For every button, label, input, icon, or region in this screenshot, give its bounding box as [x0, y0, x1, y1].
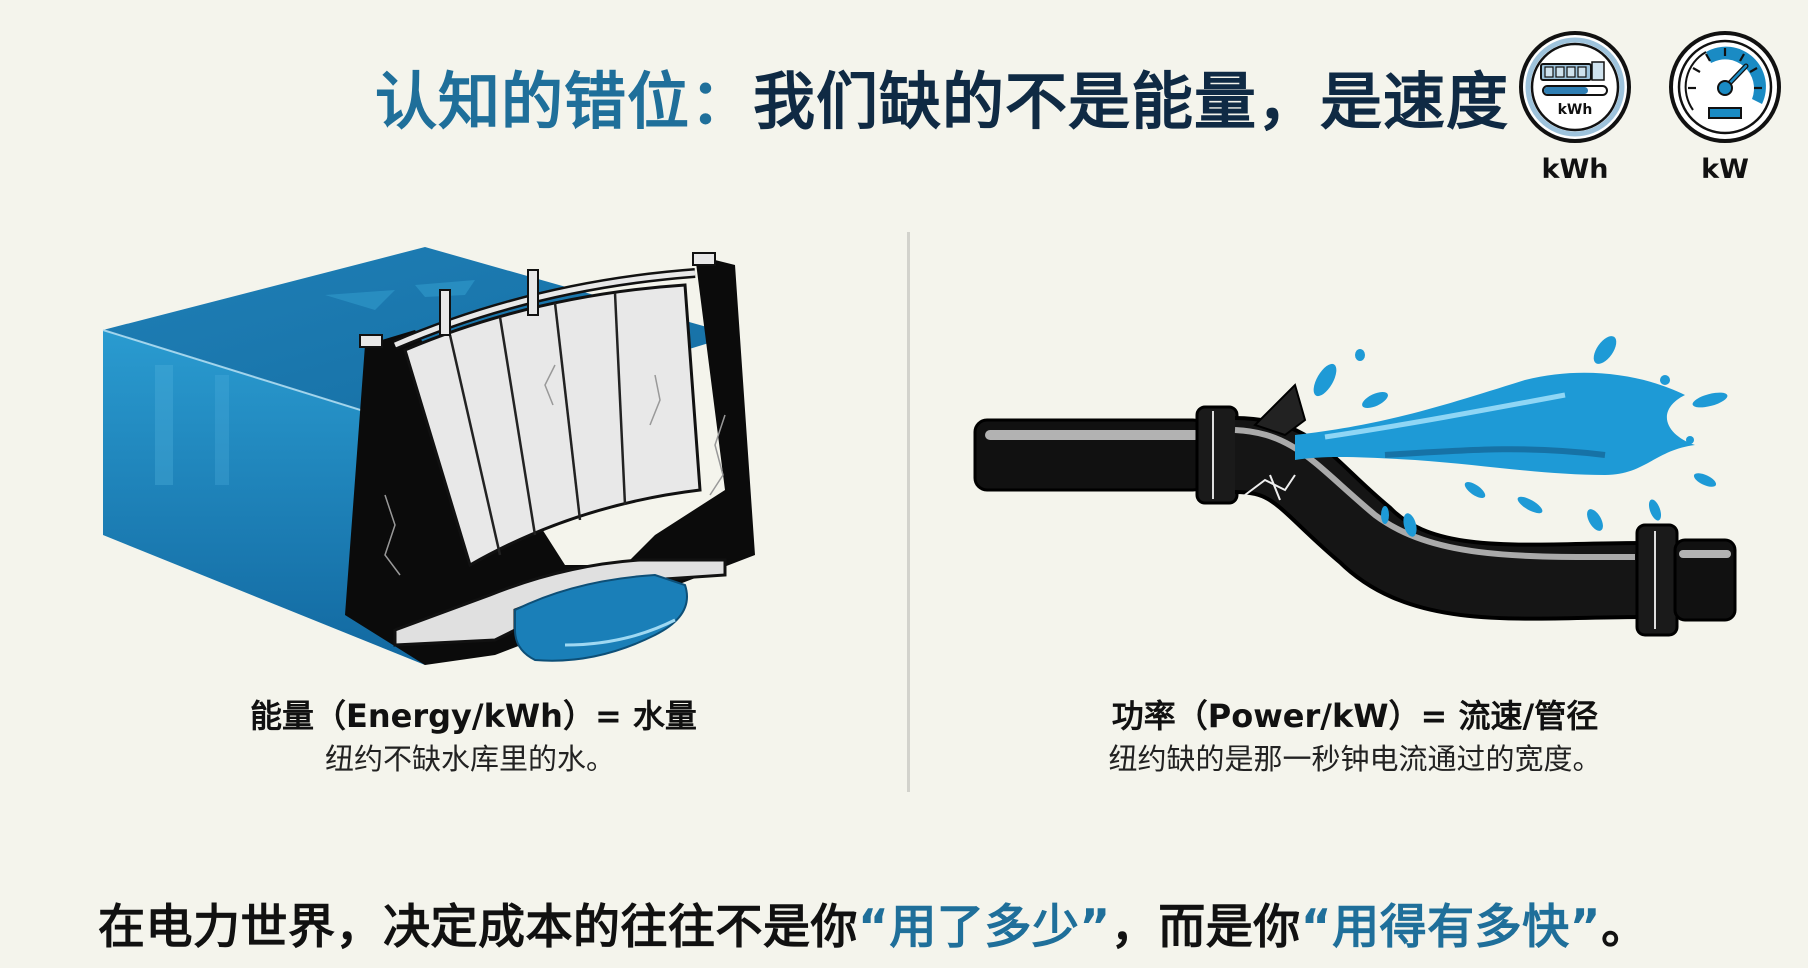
burst-pipe-illustration [973, 336, 1737, 637]
panel-divider [907, 232, 910, 792]
conclusion-highlight-speed: “用得有多快” [1300, 900, 1602, 955]
power-caption-title: 功率（Power/kW）= 流速/管径 [1111, 697, 1599, 735]
kwh-label: kWh [1541, 154, 1609, 185]
energy-meter-icon: kWh [1519, 31, 1631, 143]
power-caption-subtitle: 纽约缺的是那一秒钟电流通过的宽度。 [1108, 742, 1602, 776]
page-title: 认知的错位：我们缺的不是能量，是速度 [375, 62, 1509, 142]
svg-text:kWh: kWh [1558, 102, 1593, 118]
conclusion-part3: 。 [1601, 900, 1649, 955]
title-main: 我们缺的不是能量，是速度 [753, 65, 1510, 138]
conclusion-part1: 在电力世界，决定成本的往往不是你 [98, 900, 858, 955]
energy-caption-title: 能量（Energy/kWh）= 水量 [250, 697, 697, 735]
speedometer-icon [1669, 31, 1781, 143]
bottom-conclusion: 在电力世界，决定成本的往往不是你“用了多少”，而是你“用得有多快”。 [98, 888, 1649, 957]
energy-caption-subtitle: 纽约不缺水库里的水。 [324, 742, 615, 776]
kw-meter: kW [1665, 28, 1785, 185]
power-caption: 功率（Power/kW）= 流速/管径 纽约缺的是那一秒钟电流通过的宽度。 [1075, 694, 1635, 780]
kw-label: kW [1701, 154, 1749, 185]
kwh-meter: kWh kWh [1515, 28, 1635, 185]
energy-caption: 能量（Energy/kWh）= 水量 纽约不缺水库里的水。 [250, 694, 697, 780]
conclusion-part2: ，而是你 [1110, 900, 1301, 955]
dam-reservoir-illustration [102, 247, 755, 665]
title-accent: 认知的错位： [375, 65, 754, 138]
conclusion-highlight-usage: “用了多少” [858, 900, 1111, 955]
